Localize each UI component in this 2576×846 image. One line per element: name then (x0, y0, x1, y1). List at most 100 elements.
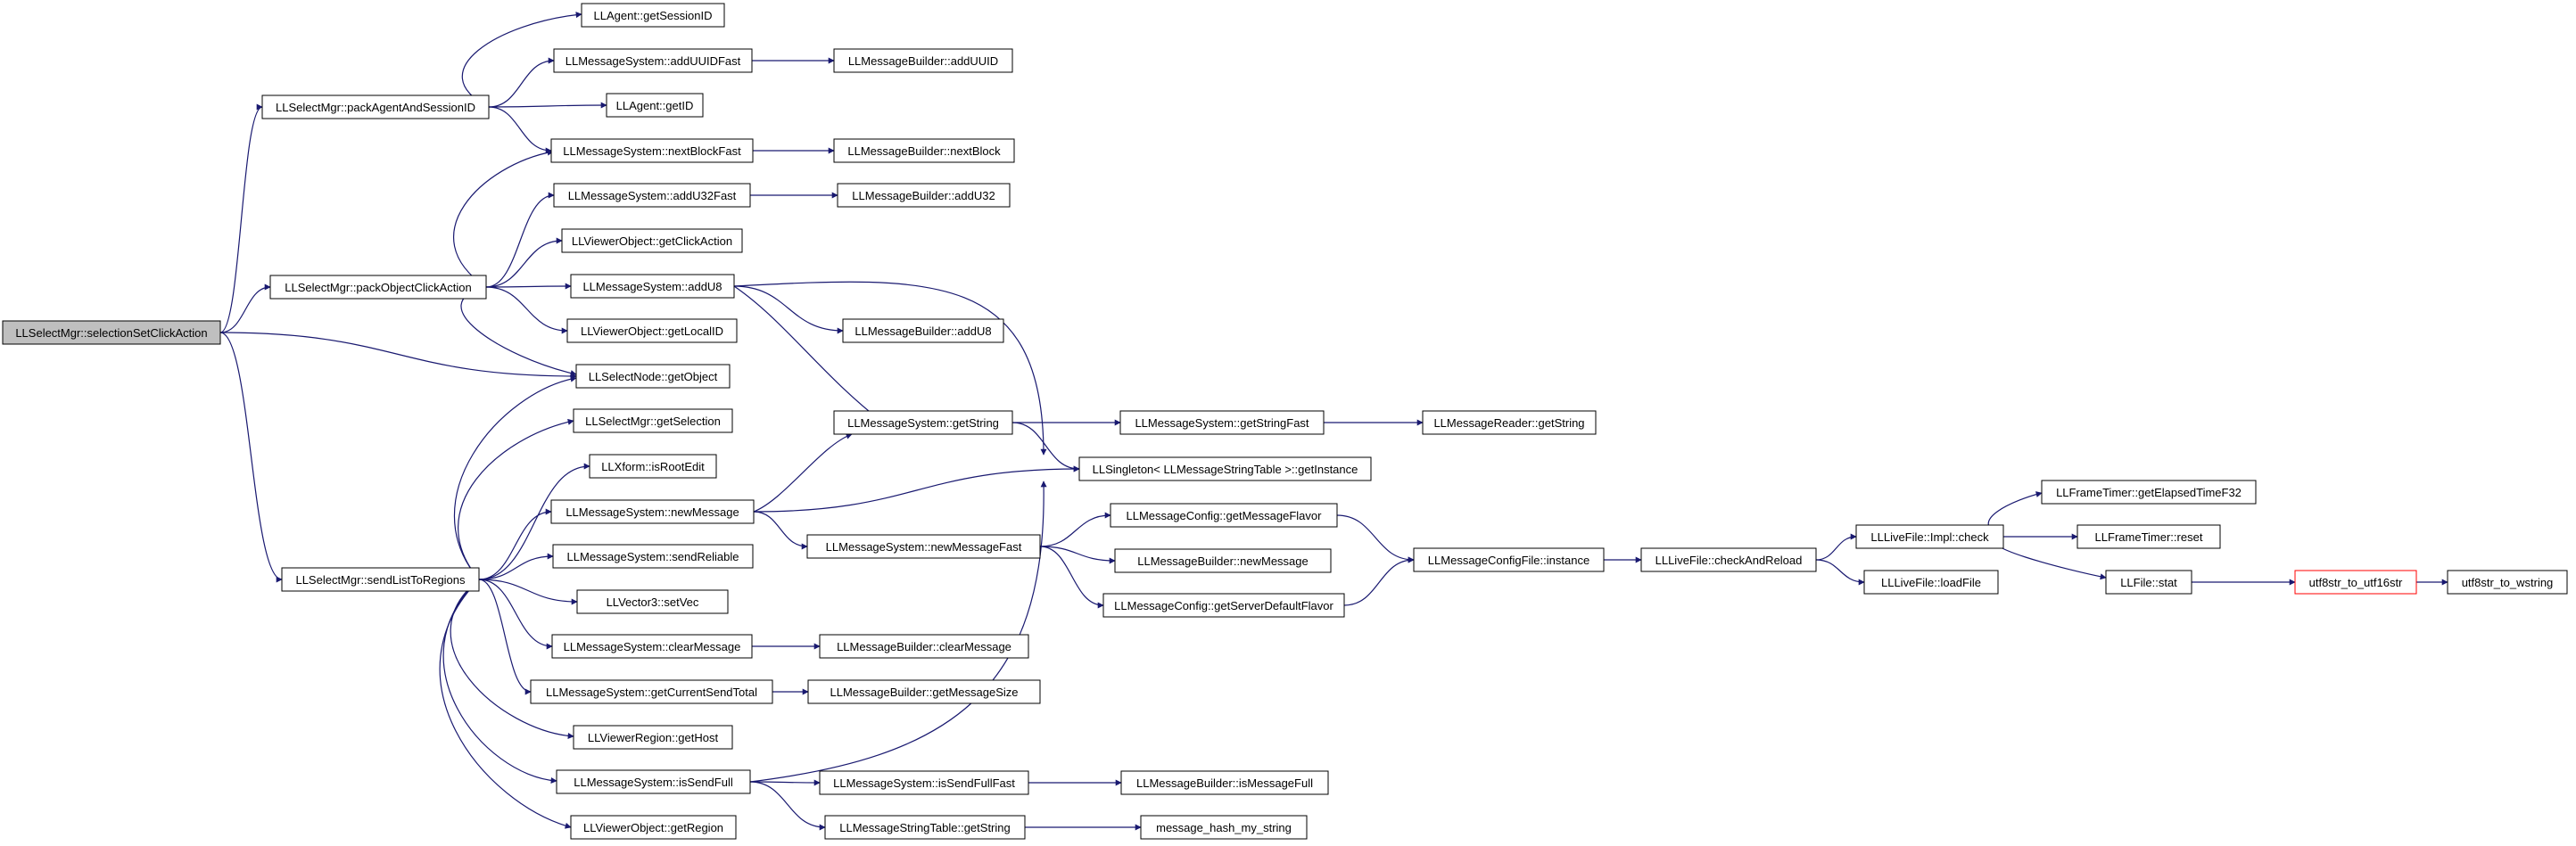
node-getLocalID[interactable]: LLViewerObject::getLocalID (566, 318, 738, 343)
edge-selectionSetClickAction-to-getObject (219, 332, 577, 380)
node-sendReliable[interactable]: LLMessageSystem::sendReliable (552, 544, 754, 569)
edge-checkAndReload-to-loadFile (1815, 559, 1865, 586)
node-loadFile[interactable]: LLLiveFile::loadFile (1863, 570, 1999, 595)
node-box (561, 228, 743, 253)
node-clearMessage[interactable]: LLMessageSystem::clearMessage (551, 634, 753, 659)
edge-getServerDefaultFlavor-to-configInstance (1343, 556, 1415, 606)
node-mbClearMessage[interactable]: LLMessageBuilder::clearMessage (819, 634, 1029, 659)
node-box (842, 318, 1004, 343)
node-box (1413, 547, 1605, 572)
node-isSendFullFast[interactable]: LLMessageSystem::isSendFullFast (819, 770, 1029, 795)
node-label: LLMessageBuilder::addU8 (855, 324, 991, 338)
node-mbNextBlock[interactable]: LLMessageBuilder::nextBlock (833, 138, 1015, 163)
node-mbAddU8[interactable]: LLMessageBuilder::addU8 (842, 318, 1004, 343)
node-addUUIDFast[interactable]: LLMessageSystem::addUUIDFast (553, 48, 753, 73)
node-utf8ToWstring[interactable]: utf8str_to_wstring (2447, 570, 2568, 595)
node-getServerDefaultFlavor[interactable]: LLMessageConfig::getServerDefaultFlavor (1102, 593, 1345, 618)
node-mbGetMessageSize[interactable]: LLMessageBuilder::getMessageSize (807, 679, 1041, 704)
edge-isSendFull-to-mstGetString (749, 781, 826, 831)
node-mstGetString[interactable]: LLMessageStringTable::getString (824, 815, 1026, 840)
edge-sendListToRegions-to-isRootEdit (478, 463, 590, 580)
node-getSelection[interactable]: LLSelectMgr::getSelection (573, 408, 733, 433)
node-label: LLMessageBuilder::nextBlock (847, 144, 1001, 158)
edge-packAgentAndSessionID-to-addUUIDFast (488, 57, 555, 108)
node-box (1863, 570, 1999, 595)
node-box (1640, 547, 1817, 572)
node-box (556, 769, 751, 794)
node-getCurrentSendTotal[interactable]: LLMessageSystem::getCurrentSendTotal (530, 679, 773, 704)
node-mbNewMessage[interactable]: LLMessageBuilder::newMessage (1114, 548, 1332, 573)
node-label: LLSelectMgr::sendListToRegions (295, 573, 466, 587)
node-packObjectClickAction[interactable]: LLSelectMgr::packObjectClickAction (269, 275, 487, 300)
node-singletonGetInstance[interactable]: LLSingleton< LLMessageStringTable >::get… (1078, 456, 1372, 481)
node-box (837, 183, 1011, 208)
node-label: LLLiveFile::Impl::check (1870, 530, 1989, 544)
node-getString[interactable]: LLMessageSystem::getString (833, 410, 1013, 435)
node-sendListToRegions[interactable]: LLSelectMgr::sendListToRegions (281, 567, 480, 592)
edge-newMessage-to-newMessageFast (753, 511, 808, 550)
node-label: LLVector3::setVec (607, 595, 699, 609)
edge-checkAndReload-to-implCheck (1815, 533, 1857, 561)
node-getClickAction[interactable]: LLViewerObject::getClickAction (561, 228, 743, 253)
node-selectionSetClickAction[interactable]: LLSelectMgr::selectionSetClickAction (2, 320, 221, 345)
node-box (550, 499, 755, 524)
node-label: LLMessageBuilder::isMessageFull (1136, 776, 1313, 790)
node-getSessionID[interactable]: LLAgent::getSessionID (581, 3, 725, 28)
node-box (589, 454, 717, 479)
node-fileStat[interactable]: LLFile::stat (2105, 570, 2192, 595)
node-label: LLMessageBuilder::newMessage (1137, 554, 1309, 568)
node-getMessageFlavor[interactable]: LLMessageConfig::getMessageFlavor (1110, 503, 1338, 528)
node-mbAddUUID[interactable]: LLMessageBuilder::addUUID (833, 48, 1013, 73)
node-box (581, 3, 725, 28)
node-box (824, 815, 1026, 840)
node-label: LLMessageSystem::addU8 (582, 280, 722, 293)
node-box (2105, 570, 2192, 595)
node-box (553, 48, 753, 73)
node-getHost[interactable]: LLViewerRegion::getHost (573, 725, 733, 750)
node-configInstance[interactable]: LLMessageConfigFile::instance (1413, 547, 1605, 572)
node-box (1110, 503, 1338, 528)
node-getStringFast[interactable]: LLMessageSystem::getStringFast (1119, 410, 1325, 435)
node-addU32Fast[interactable]: LLMessageSystem::addU32Fast (553, 183, 751, 208)
edge-selectionSetClickAction-to-sendListToRegions (219, 332, 283, 583)
node-messageHash[interactable]: message_hash_my_string (1140, 815, 1308, 840)
edge-addU8-to-getString (733, 285, 884, 423)
node-utf8ToUtf16[interactable]: utf8str_to_utf16str (2294, 570, 2417, 595)
node-setVec[interactable]: LLVector3::setVec (576, 589, 729, 614)
node-isSendFull[interactable]: LLMessageSystem::isSendFull (556, 769, 751, 794)
node-box (1078, 456, 1372, 481)
edge-packObjectClickAction-to-nextBlockFast (453, 149, 554, 288)
node-packAgentAndSessionID[interactable]: LLSelectMgr::packAgentAndSessionID (261, 94, 490, 119)
function-nodes: LLSelectMgr::selectionSetClickActionLLSe… (2, 3, 2568, 840)
node-box (1855, 524, 2004, 549)
node-nextBlockFast[interactable]: LLMessageSystem::nextBlockFast (550, 138, 754, 163)
node-getRegion[interactable]: LLViewerObject::getRegion (570, 815, 737, 840)
node-timerReset[interactable]: LLFrameTimer::reset (2076, 524, 2221, 549)
node-getObject[interactable]: LLSelectNode::getObject (575, 364, 731, 389)
node-mbAddU32[interactable]: LLMessageBuilder::addU32 (837, 183, 1011, 208)
node-checkAndReload[interactable]: LLLiveFile::checkAndReload (1640, 547, 1817, 572)
node-getID[interactable]: LLAgent::getID (606, 93, 704, 118)
node-box (566, 318, 738, 343)
node-box (553, 183, 751, 208)
node-isRootEdit[interactable]: LLXform::isRootEdit (589, 454, 717, 479)
node-newMessageFast[interactable]: LLMessageSystem::newMessageFast (806, 534, 1041, 559)
node-label: message_hash_my_string (1156, 821, 1292, 834)
node-box (1119, 410, 1325, 435)
edge-sendListToRegions-to-getObject (453, 375, 577, 580)
edge-sendListToRegions-to-getCurrentSendTotal (478, 579, 532, 695)
node-newMessage[interactable]: LLMessageSystem::newMessage (550, 499, 755, 524)
node-label: LLMessageSystem::clearMessage (564, 640, 741, 653)
node-label: LLSelectMgr::getSelection (585, 415, 721, 428)
node-label: LLMessageSystem::addUUIDFast (566, 54, 741, 68)
node-getElapsedTimeF32[interactable]: LLFrameTimer::getElapsedTimeF32 (2041, 480, 2257, 505)
node-mbIsMessageFull[interactable]: LLMessageBuilder::isMessageFull (1120, 770, 1329, 795)
node-label: LLSelectMgr::packAgentAndSessionID (276, 101, 475, 114)
node-mrGetString[interactable]: LLMessageReader::getString (1422, 410, 1597, 435)
node-box (281, 567, 480, 592)
node-addU8[interactable]: LLMessageSystem::addU8 (570, 274, 735, 299)
edge-sendListToRegions-to-newMessage (478, 508, 552, 580)
node-implCheck[interactable]: LLLiveFile::Impl::check (1855, 524, 2004, 549)
node-box (819, 770, 1029, 795)
